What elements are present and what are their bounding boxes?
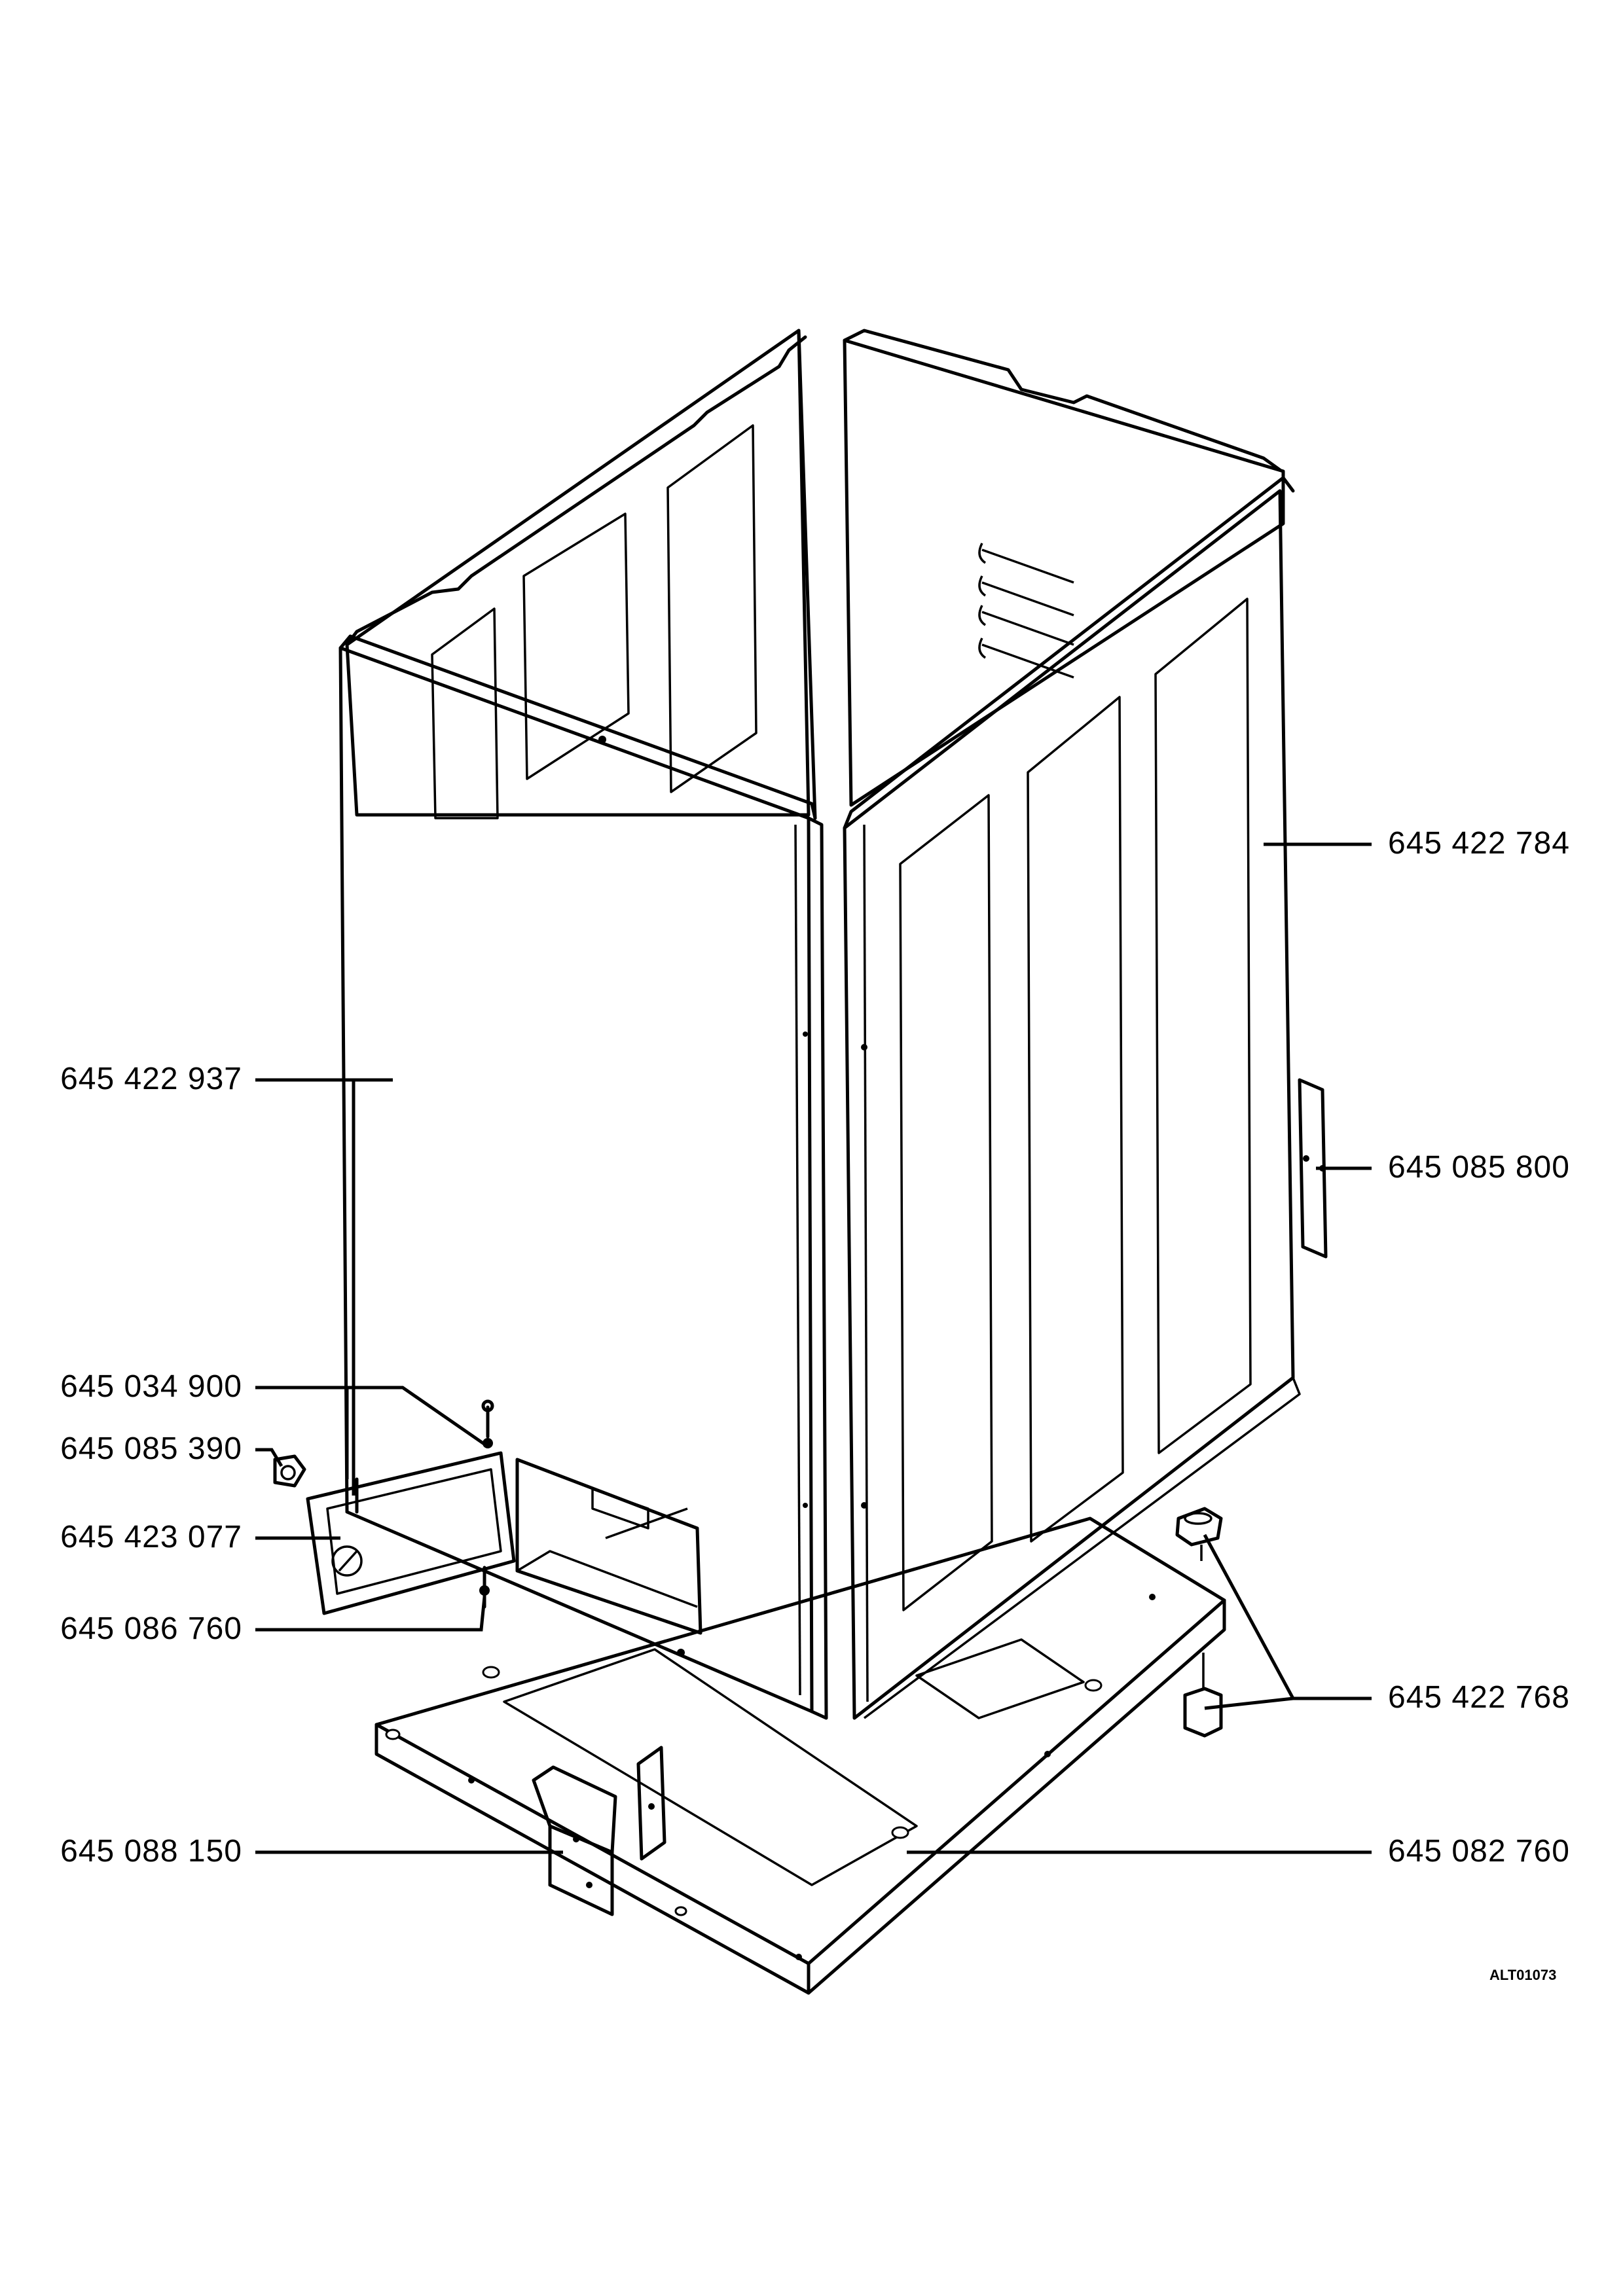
mounting-bracket-shape [532,1746,666,1916]
drawing-code: ALT01073 [1489,1967,1557,1983]
base-plate-shape [374,1516,1226,1995]
leader-lines [255,842,1372,1854]
label-service-flap: 645 423 077 [60,1520,242,1554]
label-hinge: 645 085 390 [60,1431,242,1466]
rear-right-panel [843,329,1285,807]
label-screw-bottom: 645 086 760 [60,1611,242,1646]
label-adjustable-foot: 645 422 768 [1388,1680,1570,1715]
leader-645-422-768 [1203,1534,1372,1710]
left-side-panel [338,634,828,1720]
rear-left-panel [345,329,817,820]
label-side-panel-right: 645 422 784 [1388,826,1570,861]
right-side-panel [843,476,1301,1720]
leader-645-086-760 [255,1596,486,1632]
label-screw-top: 645 034 900 [60,1369,242,1404]
leader-645-085-390 [255,1448,283,1467]
adjustable-foot-shape [1175,1507,1223,1738]
label-base-plate: 645 082 760 [1388,1834,1570,1869]
label-bracket-side: 645 085 800 [1388,1150,1570,1185]
screw-top-shape [481,1399,494,1448]
service-flap-shape [306,1451,516,1615]
hinge-shape [273,1454,306,1488]
leader-645-034-900 [255,1386,489,1448]
label-side-panel-left: 645 422 937 [60,1062,242,1096]
label-mounting-bracket: 645 088 150 [60,1834,242,1869]
